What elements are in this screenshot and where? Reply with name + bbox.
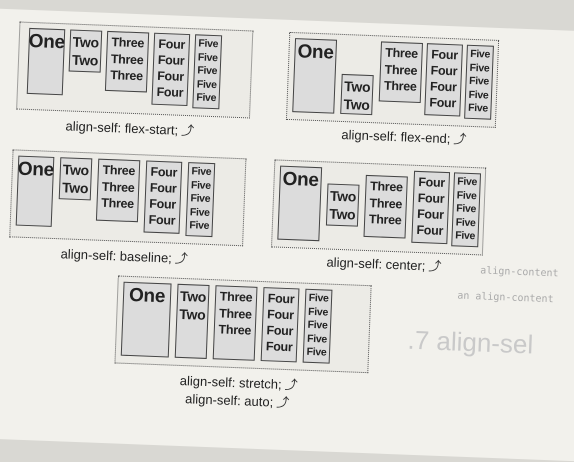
curved-arrow-icon: ⤴ [453, 131, 467, 147]
curved-arrow-icon: ⤴ [284, 376, 298, 393]
background-code-line: align-content [480, 265, 559, 280]
background-code-line: an align-content [457, 290, 554, 306]
item-one: One [292, 38, 338, 114]
curved-arrow-icon: ⤴ [174, 250, 189, 267]
curved-arrow-icon: ⤴ [428, 258, 442, 274]
item-one: One [277, 165, 323, 242]
caption-baseline: align-self: baseline;⤴ [60, 246, 189, 267]
item-one: One [26, 27, 66, 96]
caption-flex-start: align-self: flex-start;⤴ [65, 118, 195, 139]
background-heading: .7 align-sel [407, 324, 534, 360]
caption-center: align-self: center;⤴ [326, 254, 442, 274]
item-one: One [120, 281, 172, 358]
caption-flex-end: align-self: flex-end;⤴ [341, 126, 467, 147]
item-one: One [15, 155, 55, 227]
curved-arrow-icon: ⤴ [180, 122, 195, 139]
